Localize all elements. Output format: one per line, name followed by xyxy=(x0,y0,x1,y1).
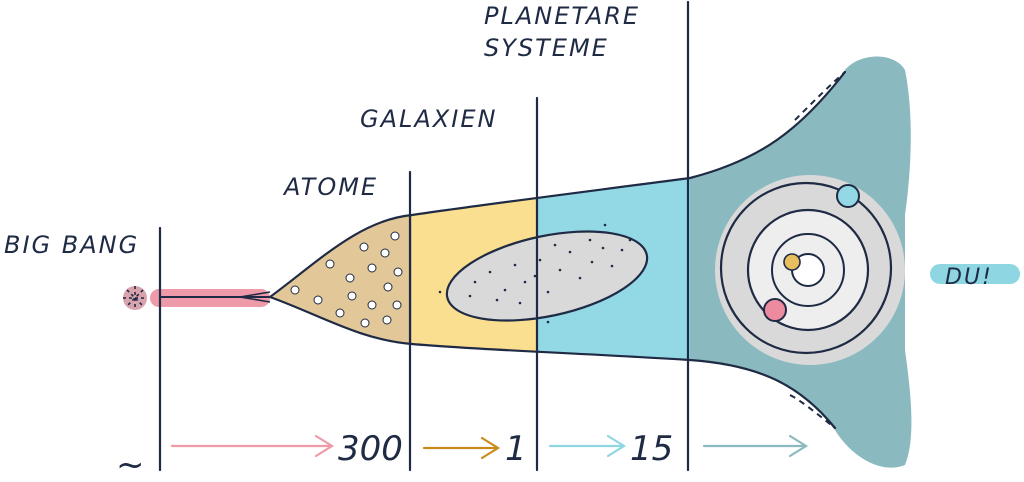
orbit-icon xyxy=(715,175,905,365)
now-badge: DU! xyxy=(930,264,1020,290)
timeline-arrow-2 xyxy=(422,436,501,460)
timeline-start-marker: ~ xyxy=(116,445,145,482)
planet-cyan xyxy=(836,184,860,208)
timeline-arrow-4 xyxy=(702,434,809,458)
starburst-icon xyxy=(123,286,147,310)
funnel-outline xyxy=(268,70,847,299)
timeline-value-1: 300 xyxy=(338,429,403,469)
timeline-arrow-3 xyxy=(548,434,627,458)
atom-particles xyxy=(290,231,403,328)
label-galaxien: GALAXIEN xyxy=(360,105,497,133)
stage-dividers xyxy=(158,0,690,472)
timeline-arrow-1 xyxy=(170,434,335,458)
label-planetare-line1: PLANETARE xyxy=(484,2,640,30)
planet-yellow xyxy=(783,253,801,271)
label-big-bang: BIG BANG xyxy=(4,231,139,259)
galaxy-icon xyxy=(438,223,649,324)
now-badge-label: DU! xyxy=(945,265,993,290)
label-atome: ATOME xyxy=(282,173,378,201)
label-planetare-line2: SYSTEME xyxy=(484,34,609,62)
planet-pink xyxy=(763,298,787,322)
timeline-value-3: 15 xyxy=(630,429,673,469)
timeline-value-2: 1 xyxy=(505,429,527,469)
